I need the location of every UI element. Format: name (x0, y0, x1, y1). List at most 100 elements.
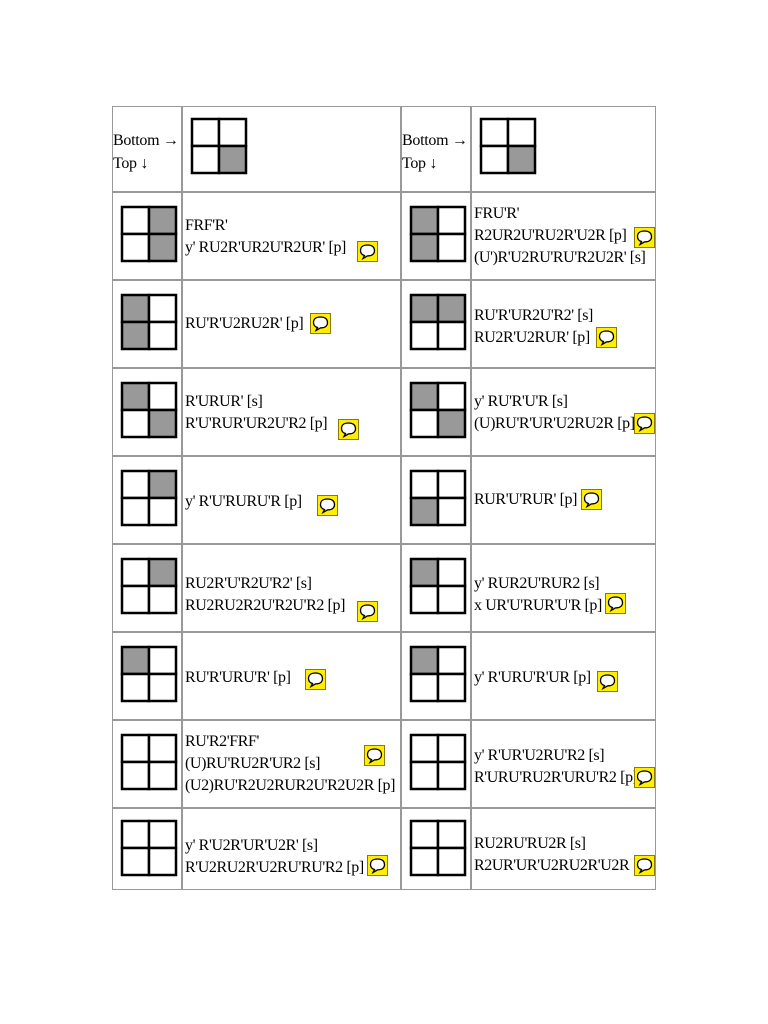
case-diagram-cell (112, 632, 182, 720)
cube-sticker (120, 584, 151, 615)
header-diagram-cell-left (182, 106, 401, 192)
cube-sticker (147, 760, 178, 791)
cube-sticker (409, 293, 440, 324)
comment-bubble-icon[interactable] (634, 227, 655, 248)
alg-list: y' RUR2U'RUR2 [s] x UR'U'RUR'U'R [p] (474, 573, 602, 617)
alg-cell: FRU'R' R2UR2U'RU2R'U2R [p] (U')R'U2RU'RU… (471, 192, 656, 280)
alg-list: y' R'URU'R'UR [p] (474, 667, 591, 689)
alg-line: y' R'URU'R'UR [p] (474, 669, 591, 686)
cube-sticker (120, 557, 151, 588)
cube-sticker (436, 584, 467, 615)
cube-sticker (120, 733, 151, 764)
cube-diagram (118, 731, 178, 802)
alg-list: RU'R2'FRF' (U)RU'RU2R'UR2 [s] (U2)RU'R2U… (185, 731, 395, 797)
bottom-arrow-label: Bottom → (402, 132, 468, 149)
alg-line: RU2R'U'R2U'R2' [s] (185, 575, 312, 592)
cube-sticker (436, 672, 467, 703)
alg-list: RU2R'U'R2U'R2' [s] RU2RU2R2U'R2U'R2 [p] (185, 573, 345, 617)
cube-sticker (436, 293, 467, 324)
alg-line: R'U'RUR'UR2U'R2 [p] (185, 415, 328, 432)
top-arrow-label: Top ↓ (113, 155, 149, 172)
alg-cell: y' R'U2R'UR'U2R' [s] R'U2RU2R'U2RU'RU'R2… (182, 808, 401, 890)
comment-bubble-icon[interactable] (596, 327, 617, 348)
alg-line: RU2RU2R2U'R2U'R2 [p] (185, 597, 346, 614)
cube-sticker (217, 117, 248, 148)
comment-bubble-icon[interactable] (305, 669, 326, 690)
cube-sticker (120, 645, 151, 676)
alg-list: R'URUR' [s] R'U'RUR'UR2U'R2 [p] (185, 391, 328, 435)
alg-line: R'URUR' [s] (185, 393, 263, 410)
cube-sticker (436, 205, 467, 236)
cube-sticker (409, 760, 440, 791)
cube-sticker (190, 117, 221, 148)
cube-sticker (409, 584, 440, 615)
comment-bubble-icon[interactable] (634, 767, 655, 788)
cube-sticker (120, 320, 151, 351)
cube-sticker (409, 557, 440, 588)
alg-cell: y' R'UR'U2RU'R2 [s] R'URU'RU2R'URU'R2 [p… (471, 720, 656, 808)
comment-bubble-icon[interactable] (357, 601, 378, 622)
cube-diagram (118, 467, 178, 538)
case-diagram-cell (401, 280, 471, 368)
cube-sticker (147, 320, 178, 351)
alg-list: FRF'R' y' RU2R'UR2U'R2UR' [p] (185, 215, 346, 259)
alg-list: RU'R'UR2U'R2' [s] RU2R'U2RUR' [p] (474, 305, 593, 349)
cube-diagram (407, 467, 467, 538)
alg-line: RU'R2'FRF' (185, 733, 260, 750)
cube-sticker (436, 760, 467, 791)
cube-sticker (120, 381, 151, 412)
cube-diagram (407, 643, 467, 714)
comment-bubble-icon[interactable] (597, 671, 618, 692)
cube-sticker (147, 584, 178, 615)
cube-sticker (506, 117, 537, 148)
alg-line: R2UR'UR'U2RU2R'U2R [p] (474, 857, 651, 874)
cube-sticker (147, 205, 178, 236)
alg-line: (U)RU'R'UR'U2RU2R [p] (474, 415, 635, 432)
alg-line: y' R'U'RURU'R [p] (185, 493, 302, 510)
alg-line: RUR'U'RUR' [p] (474, 491, 578, 508)
cube-sticker (436, 846, 467, 877)
cube-sticker (120, 819, 151, 850)
comment-bubble-icon[interactable] (364, 745, 385, 766)
cube-sticker (436, 496, 467, 527)
cube-sticker (147, 293, 178, 324)
cube-sticker (409, 381, 440, 412)
cube-sticker (436, 819, 467, 850)
cube-diagram (118, 291, 178, 362)
alg-cell: RU2R'U'R2U'R2' [s] RU2RU2R2U'R2U'R2 [p] (182, 544, 401, 632)
comment-bubble-icon[interactable] (310, 313, 331, 334)
cube-sticker (120, 672, 151, 703)
alg-list: FRU'R' R2UR2U'RU2R'U2R [p] (U')R'U2RU'RU… (474, 203, 646, 269)
case-diagram-cell (112, 280, 182, 368)
comment-bubble-icon[interactable] (634, 855, 655, 876)
comment-bubble-icon[interactable] (634, 413, 655, 434)
header-label-left: Bottom → Top ↓ (113, 129, 179, 175)
cube-sticker (147, 557, 178, 588)
comment-bubble-icon[interactable] (581, 489, 602, 510)
cube-sticker (409, 645, 440, 676)
alg-line: FRF'R' (185, 217, 228, 234)
cube-diagram (407, 731, 467, 802)
cube-diagram (407, 203, 467, 274)
comment-bubble-icon[interactable] (605, 593, 626, 614)
cube-sticker (436, 469, 467, 500)
cube-sticker (147, 408, 178, 439)
comment-bubble-icon[interactable] (317, 495, 338, 516)
cube-sticker (120, 293, 151, 324)
comment-bubble-icon[interactable] (367, 855, 388, 876)
cube-sticker (120, 232, 151, 263)
cube-diagram (118, 817, 178, 888)
cube-sticker (120, 846, 151, 877)
cube-sticker (120, 496, 151, 527)
cube-sticker (147, 672, 178, 703)
cube-diagram (118, 203, 178, 274)
cube-sticker (409, 469, 440, 500)
case-diagram-cell (401, 456, 471, 544)
cube-sticker (147, 496, 178, 527)
comment-bubble-icon[interactable] (338, 419, 359, 440)
alg-line: y' R'U2R'UR'U2R' [s] (185, 837, 318, 854)
cube-diagram (118, 379, 178, 450)
cube-diagram (118, 643, 178, 714)
comment-bubble-icon[interactable] (357, 241, 378, 262)
alg-line: (U2)RU'R2U2RUR2U'R2U2R [p] (185, 777, 396, 794)
